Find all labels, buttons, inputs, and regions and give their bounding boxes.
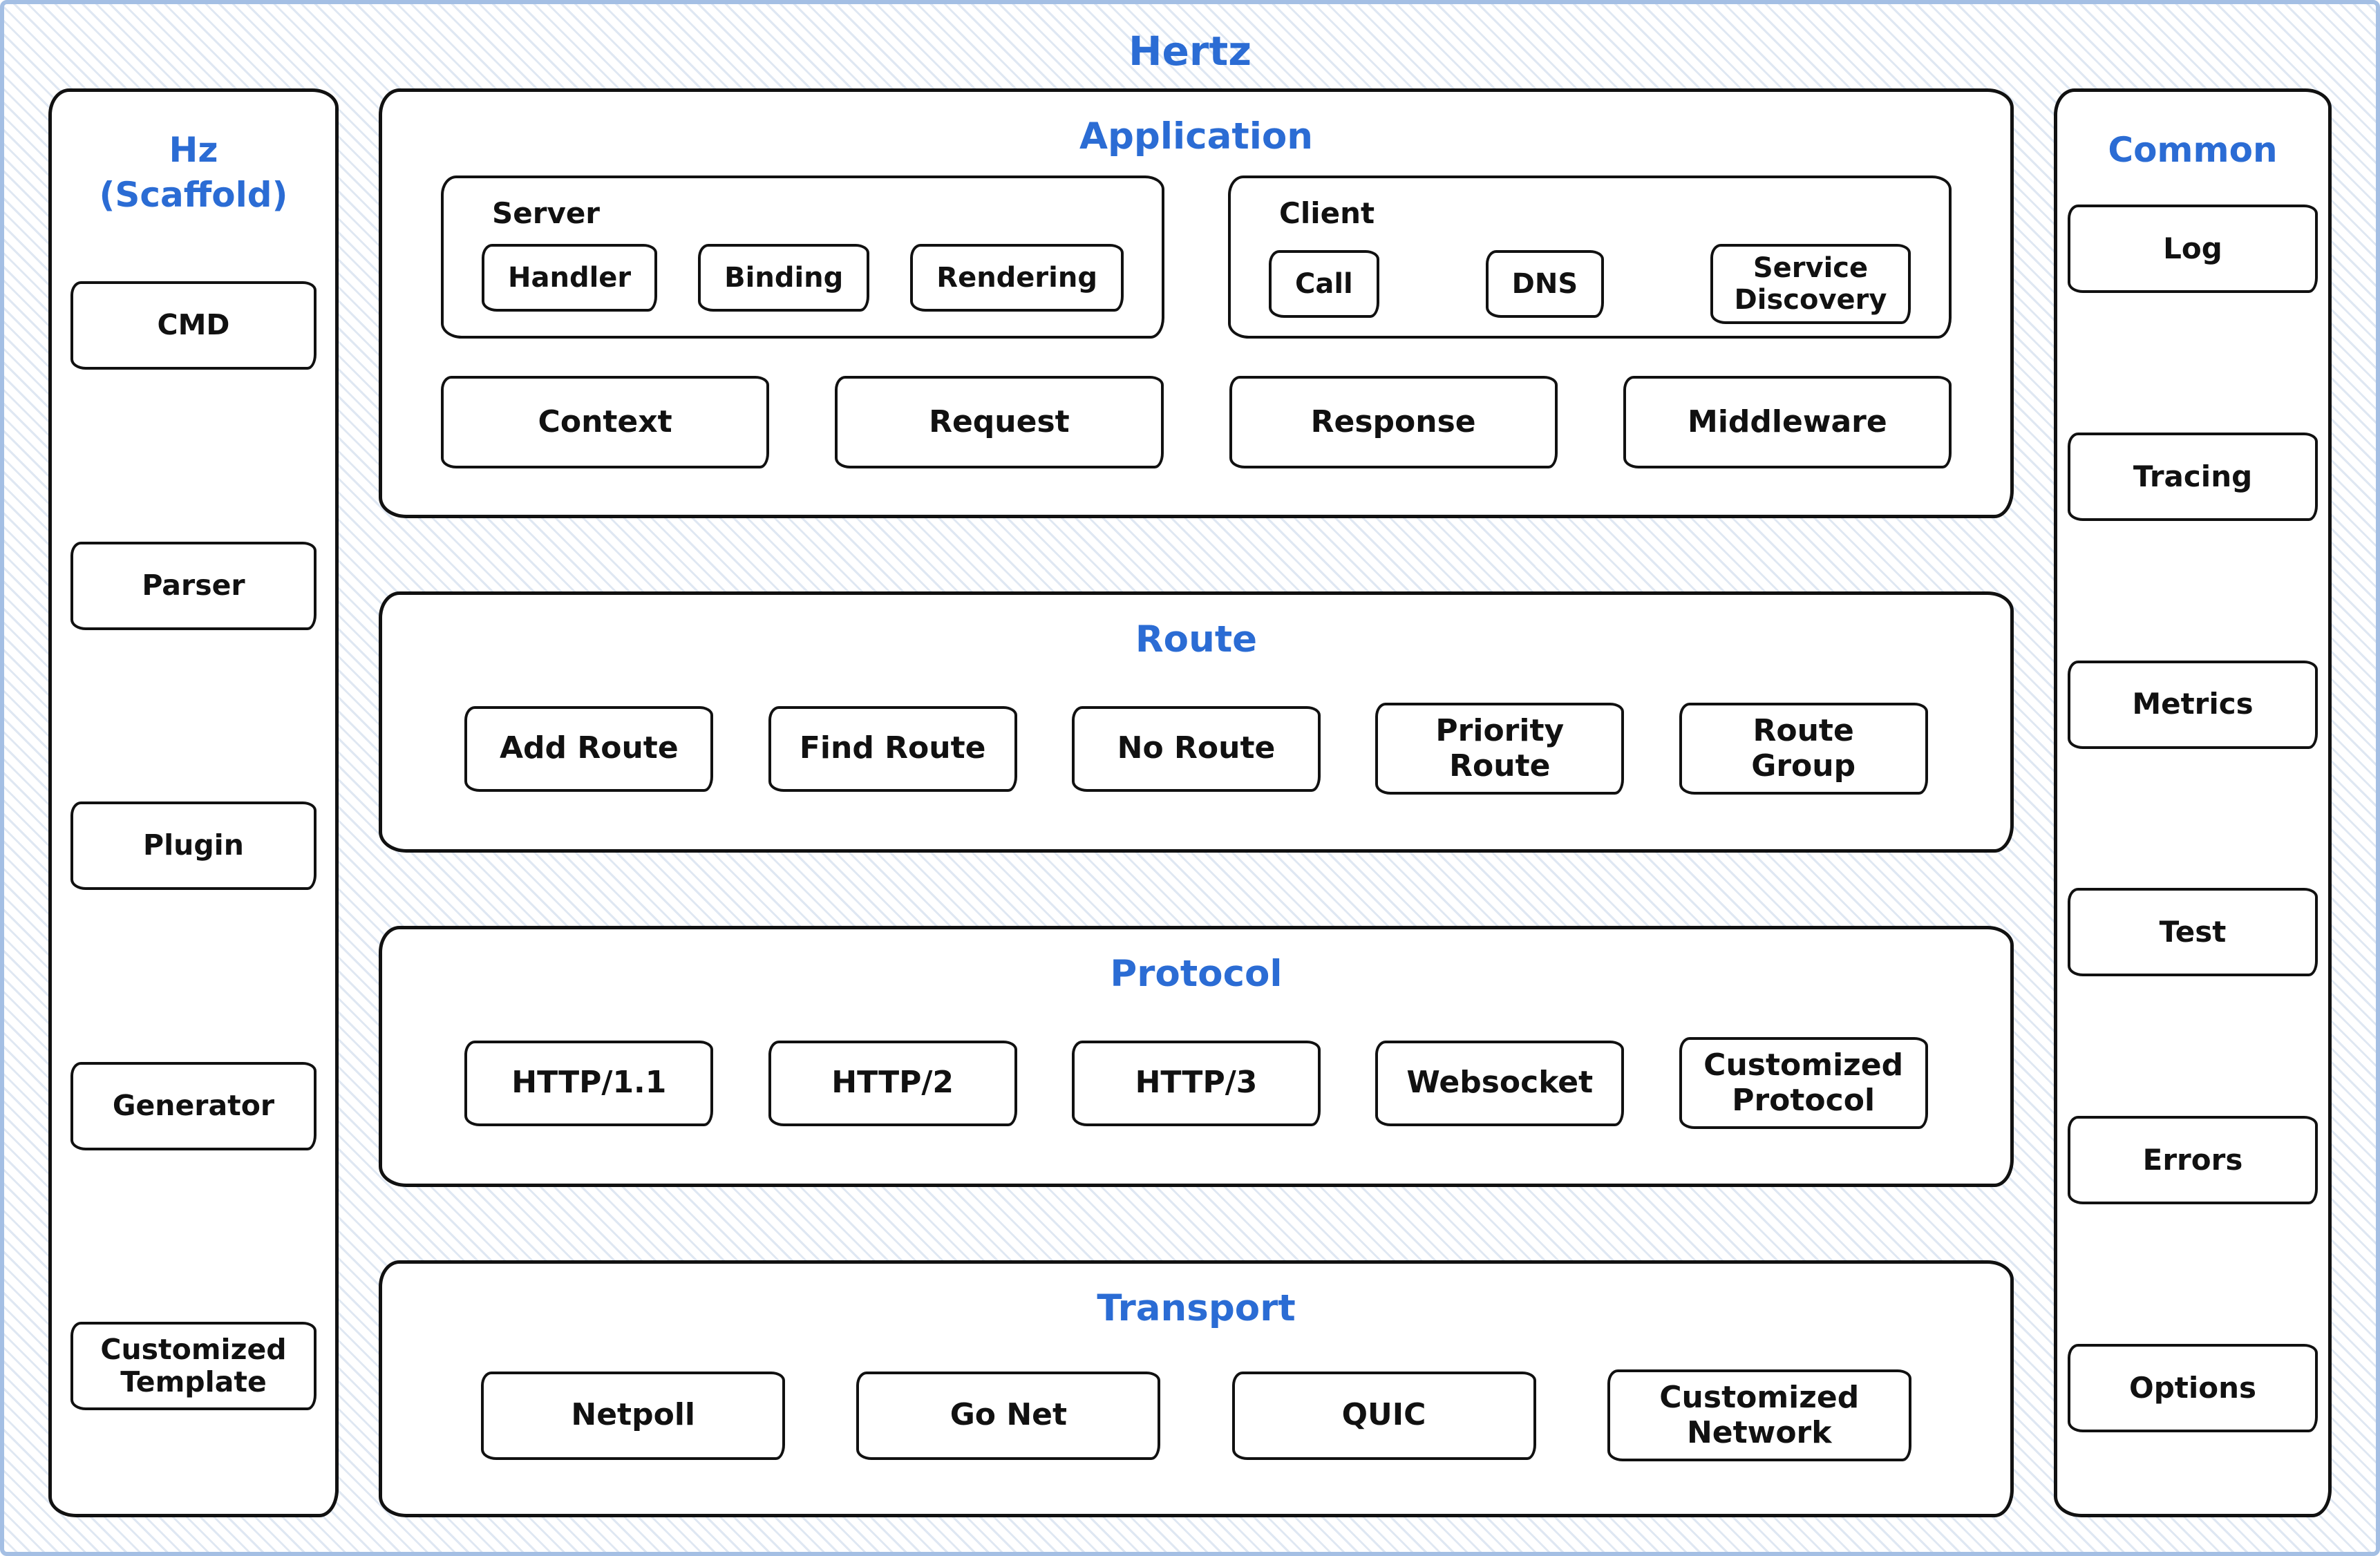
application-item-request: Request	[835, 376, 1164, 468]
transport-items: Netpoll Go Net QUIC Customized Network	[382, 1329, 2010, 1514]
common-item-test: Test	[2068, 888, 2318, 977]
server-item-handler: Handler	[482, 244, 658, 312]
application-section: Application Server Handler Binding Rende…	[379, 88, 2014, 518]
route-title: Route	[1135, 618, 1258, 661]
scaffold-items: CMD Parser Plugin Generator Customized T…	[52, 218, 335, 1514]
route-item-route-group: Route Group	[1679, 702, 1928, 795]
client-item-service-discovery: Service Discovery	[1710, 244, 1911, 324]
server-item-binding: Binding	[698, 244, 870, 312]
protocol-item-http2: HTTP/2	[768, 1040, 1017, 1126]
diagram-layout: Hz (Scaffold) CMD Parser Plugin Generato…	[4, 83, 2376, 1552]
server-item-rendering: Rendering	[910, 244, 1124, 312]
protocol-item-http3: HTTP/3	[1071, 1040, 1321, 1126]
scaffold-title: Hz (Scaffold)	[99, 130, 288, 215]
server-title: Server	[492, 196, 601, 230]
common-item-errors: Errors	[2068, 1116, 2318, 1205]
application-item-response: Response	[1229, 376, 1558, 468]
client-items: Call DNS Service Discovery	[1231, 244, 1949, 324]
transport-item-go-net: Go Net	[856, 1371, 1161, 1460]
common-item-metrics: Metrics	[2068, 660, 2318, 749]
protocol-title: Protocol	[1110, 953, 1283, 995]
middle-column: Application Server Handler Binding Rende…	[379, 88, 2014, 1517]
protocol-item-customized-protocol: Customized Protocol	[1679, 1036, 1928, 1130]
application-item-context: Context	[441, 376, 770, 468]
common-title: Common	[2108, 130, 2278, 170]
transport-item-customized-network: Customized Network	[1607, 1369, 1911, 1462]
common-item-tracing: Tracing	[2068, 432, 2318, 521]
route-items: Add Route Find Route No Route Priority R…	[382, 661, 2010, 849]
scaffold-item-plugin: Plugin	[70, 801, 317, 890]
diagram-title: Hertz	[1128, 28, 1252, 75]
application-item-middleware: Middleware	[1623, 376, 1952, 468]
scaffold-item-generator: Generator	[70, 1061, 317, 1150]
protocol-item-http1-1: HTTP/1.1	[464, 1040, 714, 1126]
route-section: Route Add Route Find Route No Route Prio…	[379, 591, 2014, 853]
client-group: Client Call DNS Service Discovery	[1228, 175, 1952, 339]
protocol-items: HTTP/1.1 HTTP/2 HTTP/3 Websocket Customi…	[382, 995, 2010, 1184]
client-item-call: Call	[1269, 250, 1379, 318]
common-item-options: Options	[2068, 1343, 2318, 1432]
route-item-find-route: Find Route	[768, 705, 1017, 792]
application-items-row: Context Request Response Middleware	[382, 376, 2010, 468]
common-panel: Common Log Tracing Metrics Test Errors O…	[2054, 88, 2332, 1517]
scaffold-panel: Hz (Scaffold) CMD Parser Plugin Generato…	[48, 88, 339, 1517]
server-group: Server Handler Binding Rendering	[441, 175, 1164, 339]
transport-item-quic: QUIC	[1231, 1371, 1536, 1460]
route-item-no-route: No Route	[1071, 705, 1321, 792]
scaffold-item-cmd: CMD	[70, 281, 317, 370]
scaffold-item-parser: Parser	[70, 541, 317, 630]
client-item-dns: DNS	[1485, 250, 1605, 318]
transport-title: Transport	[1097, 1287, 1296, 1329]
common-items: Log Tracing Metrics Test Errors Options	[2057, 173, 2328, 1514]
client-title: Client	[1279, 196, 1375, 230]
application-title: Application	[1079, 115, 1314, 158]
transport-section: Transport Netpoll Go Net QUIC Customized…	[379, 1260, 2014, 1517]
transport-item-netpoll: Netpoll	[481, 1371, 786, 1460]
common-item-log: Log	[2068, 205, 2318, 293]
scaffold-item-customized-template: Customized Template	[70, 1322, 317, 1410]
route-item-priority-route: Priority Route	[1375, 702, 1625, 795]
protocol-item-websocket: Websocket	[1375, 1040, 1625, 1126]
route-item-add-route: Add Route	[464, 705, 714, 792]
protocol-section: Protocol HTTP/1.1 HTTP/2 HTTP/3 Websocke…	[379, 926, 2014, 1187]
server-items: Handler Binding Rendering	[444, 244, 1162, 312]
application-groups-row: Server Handler Binding Rendering Client …	[382, 175, 2010, 339]
